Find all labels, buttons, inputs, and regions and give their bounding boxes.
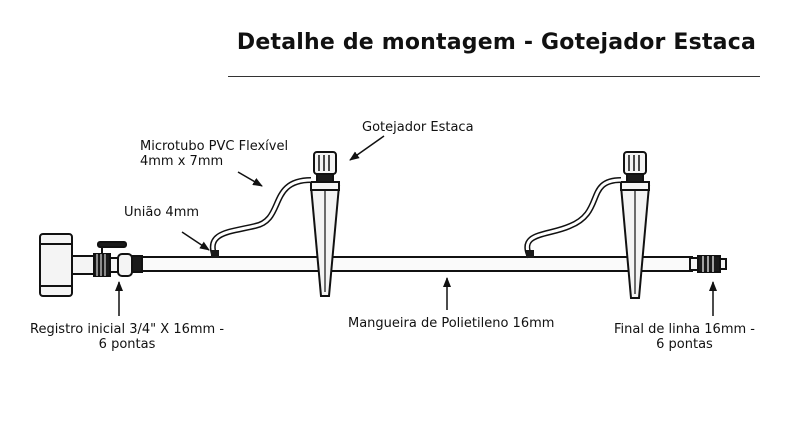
microtubo-label: Microtubo PVC Flexível 4mm x 7mm (140, 139, 288, 169)
registro-label: Registro inicial 3/4" X 16mm - 6 pontas (30, 322, 224, 352)
dripper-stake-1 (309, 151, 341, 297)
final-label-line1: Final de linha 16mm - (614, 322, 755, 337)
polyethylene-hose (139, 256, 693, 272)
microtube-1 (209, 177, 312, 259)
final-label: Final de linha 16mm - 6 pontas (614, 322, 755, 352)
inlet-valve-assembly (39, 233, 143, 297)
gotejador-arrow (349, 135, 385, 161)
registro-label-line1: Registro inicial 3/4" X 16mm - (30, 322, 225, 337)
title-underline (228, 76, 760, 77)
microtubo-label-line1: Microtubo PVC Flexível (140, 139, 289, 154)
gotejador-label: Gotejador Estaca (362, 120, 474, 135)
diagram-title: Detalhe de montagem - Gotejador Estaca (236, 30, 756, 55)
registro-label-line2: 6 pontas (98, 337, 156, 352)
microtubo-arrow (237, 171, 263, 187)
microtubo-label-line2: 4mm x 7mm (140, 154, 224, 169)
mangueira-label: Mangueira de Polietileno 16mm (348, 316, 555, 331)
uniao-label: União 4mm (124, 205, 200, 220)
microtube-2 (524, 177, 622, 259)
final-label-line2: 6 pontas (656, 337, 713, 352)
end-of-line-fitting (689, 255, 727, 273)
dripper-stake-2 (619, 151, 651, 299)
uniao-arrow (181, 231, 210, 251)
